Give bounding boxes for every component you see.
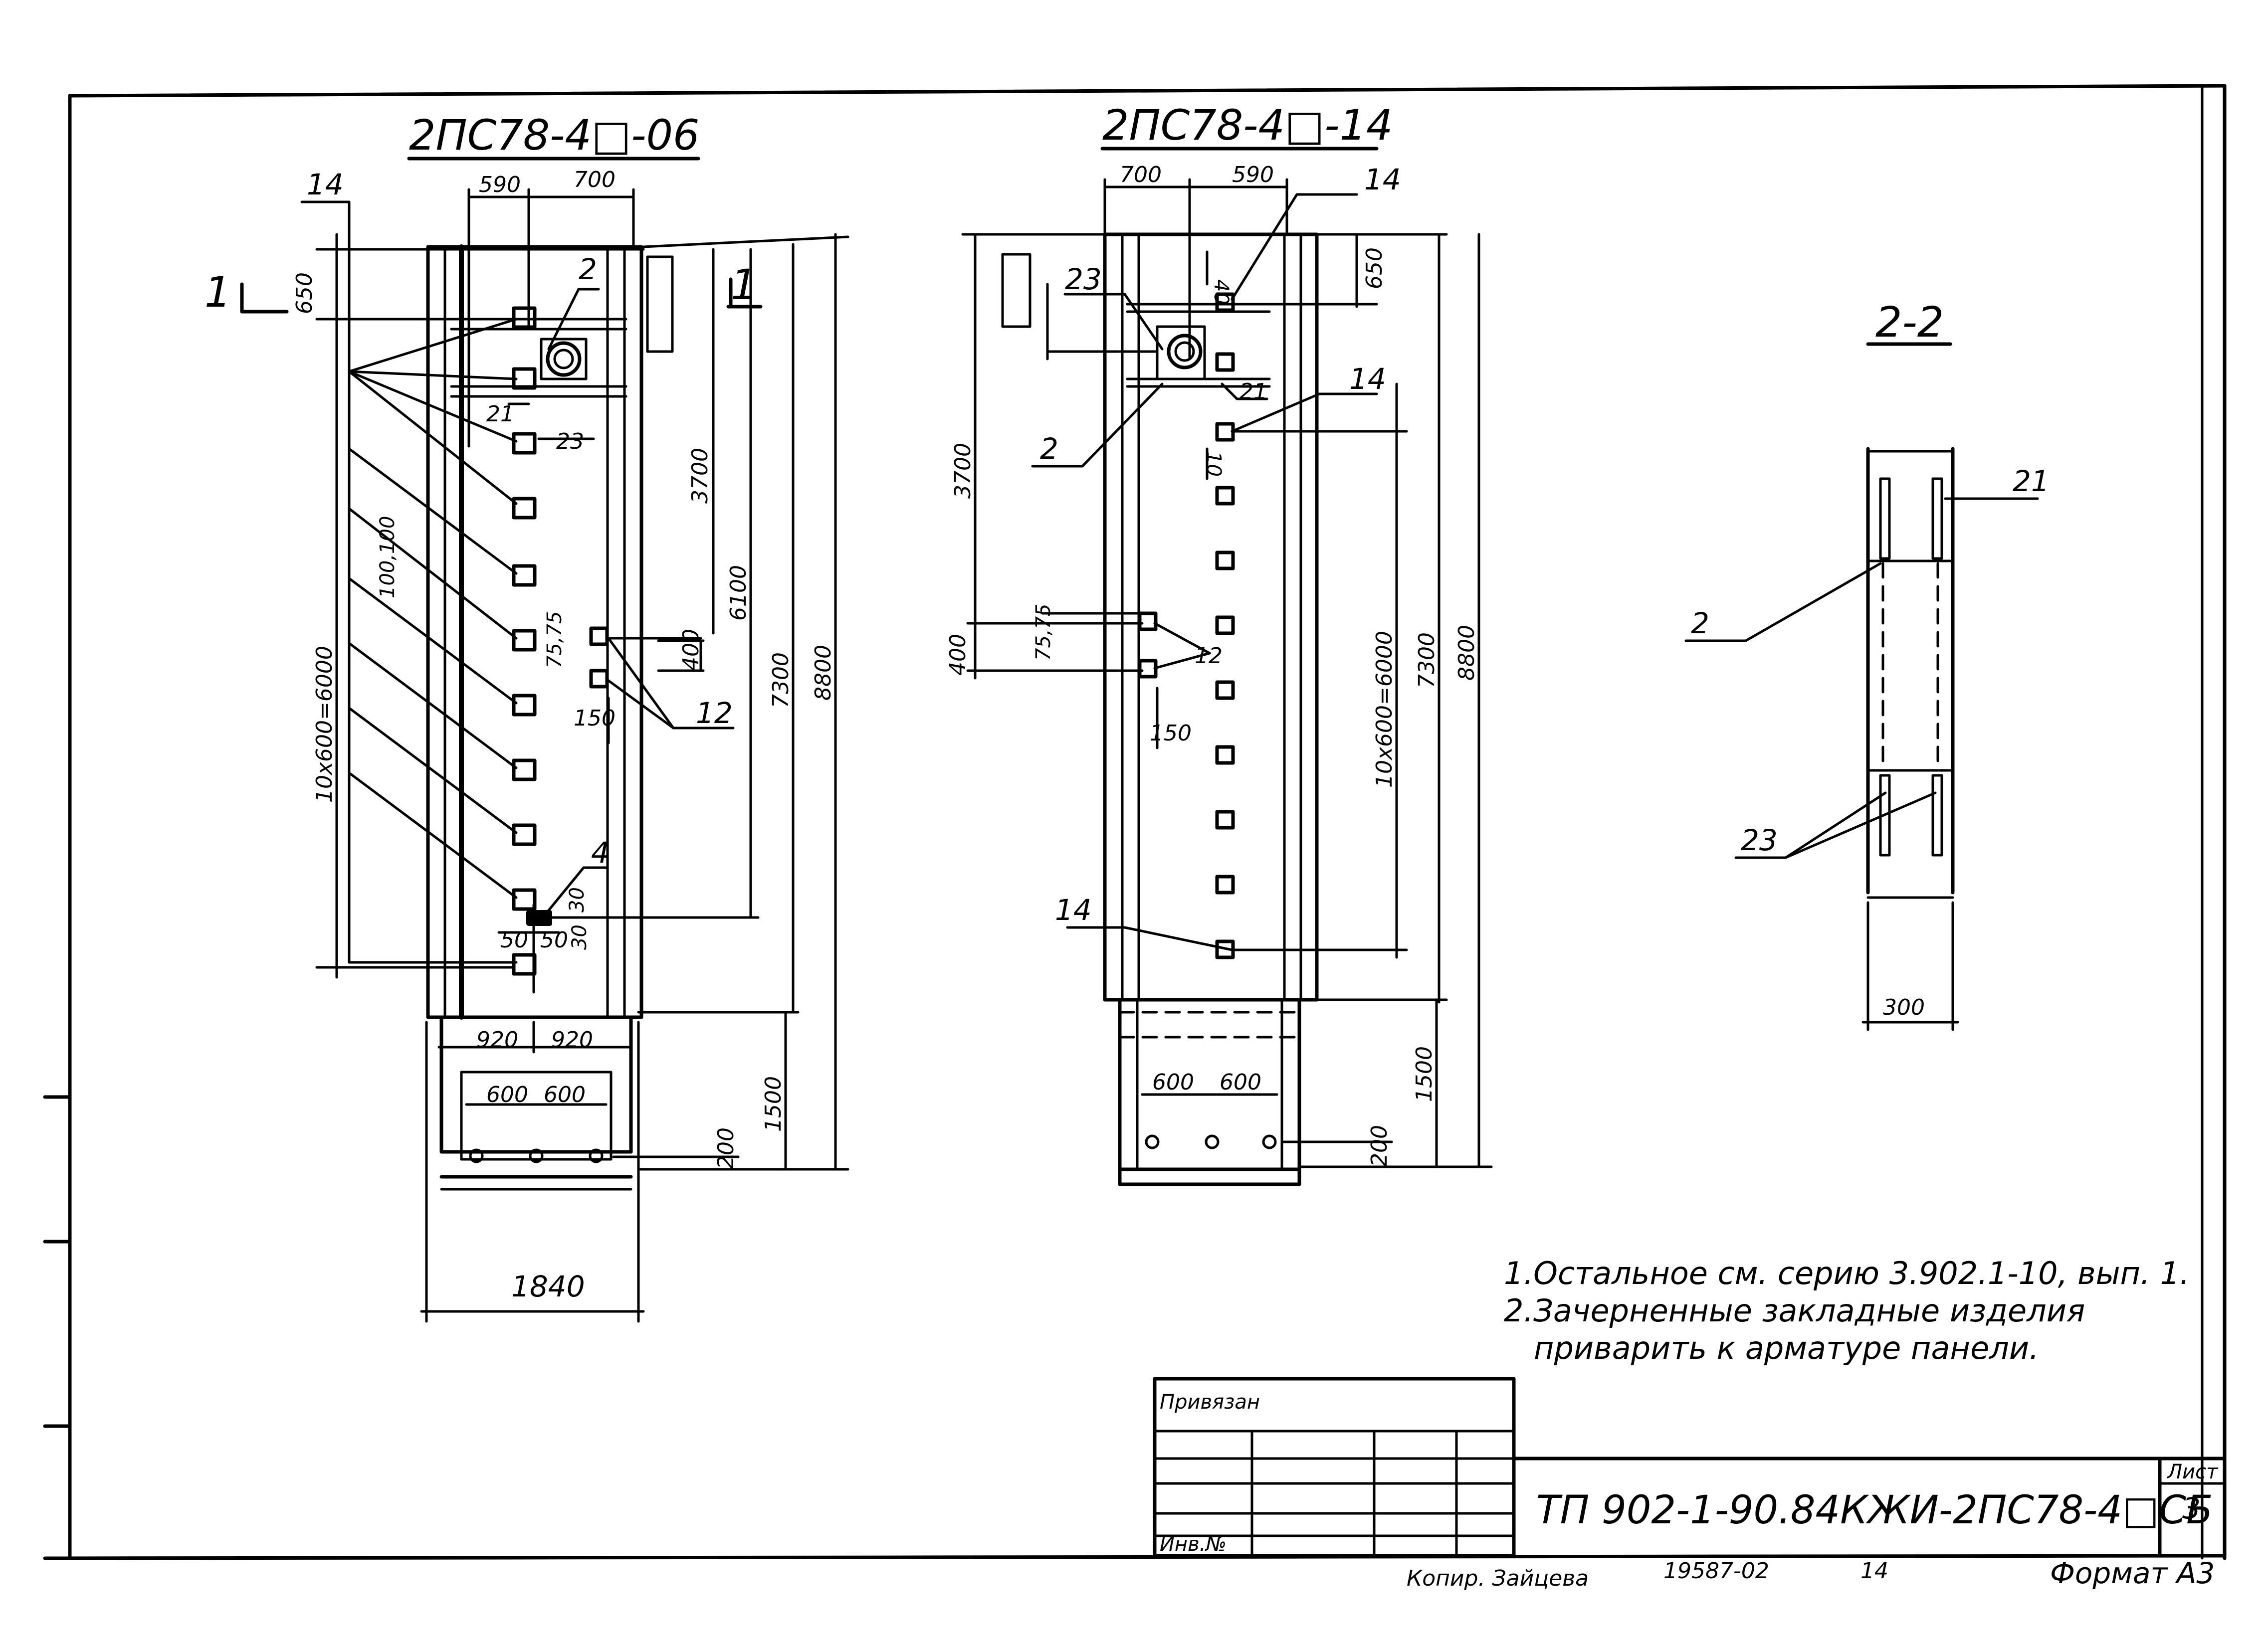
mid-callout-14-mid: 14: [1349, 362, 1386, 396]
middle-leader-lines: [1031, 193, 1378, 951]
mid-dim-10: 10: [1202, 451, 1225, 477]
left-dim-400: 400: [678, 629, 704, 671]
left-dim-100-100: 100,100: [376, 516, 399, 598]
mid-dim-590: 590: [1232, 162, 1274, 187]
left-section-marker-1: 1: [205, 268, 231, 317]
left-dim-50b: 50: [540, 927, 568, 953]
mid-dim-200: 200: [1367, 1125, 1392, 1167]
left-dim-30a: 30: [566, 887, 589, 913]
mid-dim-600a: 600: [1152, 1070, 1194, 1095]
middle-panel-view: 700 590 14 23 2 21 14 12 14 40 650 3700 …: [945, 162, 1493, 1186]
title-block-inv-no: Инв.№: [1160, 1533, 1227, 1556]
left-dim-6000: 10x600=6000: [312, 646, 337, 803]
left-dim-30b: 30: [568, 924, 591, 950]
left-dim-600b: 600: [544, 1082, 586, 1107]
drawing-frame: [43, 84, 2227, 1560]
left-dimension-lines: [240, 188, 849, 1323]
left-dim-590: 590: [479, 172, 521, 197]
mid-dim-1500: 1500: [1412, 1046, 1437, 1102]
left-dim-50a: 50: [500, 927, 528, 953]
left-dim-920a: 920: [476, 1027, 518, 1053]
mid-dim-6000: 10x600=6000: [1372, 631, 1397, 788]
left-dim-200: 200: [713, 1127, 739, 1169]
title-block-code: ТП 902-1-90.84КЖИ-2ПС78-4□СБ: [1536, 1488, 2213, 1533]
footer: Копир. Зайцева 19587-02 14 Формат А3: [1407, 1556, 2215, 1591]
section-callout-23: 23: [1741, 823, 1778, 857]
mid-dim-400: 400: [945, 634, 971, 676]
mid-dim-600b: 600: [1220, 1070, 1261, 1095]
title-middle-view: 2ПС78-4□-14: [1102, 101, 1393, 150]
mid-callout-14-top: 14: [1364, 163, 1401, 196]
title-section-2-2: 2-2: [1875, 298, 1944, 347]
mid-dim-650: 650: [1362, 247, 1387, 289]
mid-callout-2: 2: [1040, 432, 1058, 466]
note-1: 1.Остальное см. серию 3.902.1-10, вып. 1…: [1504, 1255, 2190, 1291]
title-left-view: 2ПС78-4□-06: [409, 111, 699, 160]
mid-dim-40: 40: [1210, 279, 1233, 305]
left-dim-650: 650: [292, 272, 317, 314]
left-dim-7300: 7300: [768, 652, 794, 708]
mid-callout-12: 12: [1195, 643, 1223, 669]
section-callout-21: 21: [2013, 464, 2050, 498]
left-dim-6100: 6100: [726, 565, 751, 621]
mid-callout-21: 21: [1239, 379, 1267, 404]
footer-page: 14: [1860, 1558, 1888, 1584]
footer-number: 19587-02: [1663, 1558, 1769, 1584]
left-dim-1500: 1500: [761, 1076, 786, 1132]
left-dim-75-75: 75,75: [543, 611, 566, 668]
mid-dim-7300: 7300: [1414, 632, 1440, 688]
footer-copied: Копир. Зайцева: [1407, 1566, 1589, 1591]
mid-dim-8800: 8800: [1454, 625, 1479, 681]
title-block-privyazan: Привязан: [1160, 1391, 1260, 1414]
mid-dim-700: 700: [1120, 162, 1162, 187]
left-dim-600a: 600: [486, 1082, 528, 1107]
mid-dim-150: 150: [1150, 721, 1192, 746]
left-leader-lines: [300, 200, 735, 964]
middle-dimension-lines: [961, 178, 1493, 1168]
mid-dim-3700: 3700: [950, 443, 976, 499]
left-callout-23: 23: [556, 429, 584, 454]
title-block-sheet-label: Лист: [2166, 1461, 2219, 1483]
left-dim-8800: 8800: [811, 645, 836, 701]
section-2-2-view: 21 2 23 300: [1684, 447, 2050, 1031]
footer-format: Формат А3: [2050, 1556, 2215, 1590]
title-block: Привязан Инв.№ ТП 902-1-90.84КЖИ-2ПС78-4…: [1153, 1377, 2227, 1558]
left-dim-150: 150: [574, 706, 616, 731]
note-2-cont: приварить к арматуре панели.: [1534, 1330, 2039, 1366]
mid-callout-23: 23: [1065, 262, 1102, 296]
left-dim-1840: 1840: [511, 1270, 585, 1303]
left-dim-700: 700: [574, 167, 616, 192]
title-block-sheet-no: 3: [2182, 1491, 2201, 1525]
mid-dim-75-75: 75,75: [1032, 603, 1055, 661]
left-callout-2: 2: [579, 252, 597, 286]
notes: 1.Остальное см. серию 3.902.1-10, вып. 1…: [1504, 1255, 2190, 1366]
middle-embedded-plates: [1138, 292, 1277, 1149]
section-callout-2: 2: [1691, 606, 1709, 640]
left-panel-view: 590 700 14 2 21 23 4 12 1 1 650 10x600=6…: [205, 167, 849, 1323]
left-callout-12: 12: [696, 696, 733, 730]
left-section-marker-1b: 1: [731, 260, 757, 309]
left-callout-4: 4: [591, 836, 610, 870]
note-2: 2.Зачерненные закладные изделия: [1504, 1292, 2085, 1329]
left-callout-21: 21: [486, 401, 514, 427]
left-dim-920b: 920: [551, 1027, 593, 1053]
left-callout-14: 14: [307, 168, 344, 201]
left-dim-3700: 3700: [687, 448, 713, 504]
section-dim-300: 300: [1883, 995, 1925, 1020]
mid-callout-14-bottom: 14: [1055, 893, 1092, 927]
